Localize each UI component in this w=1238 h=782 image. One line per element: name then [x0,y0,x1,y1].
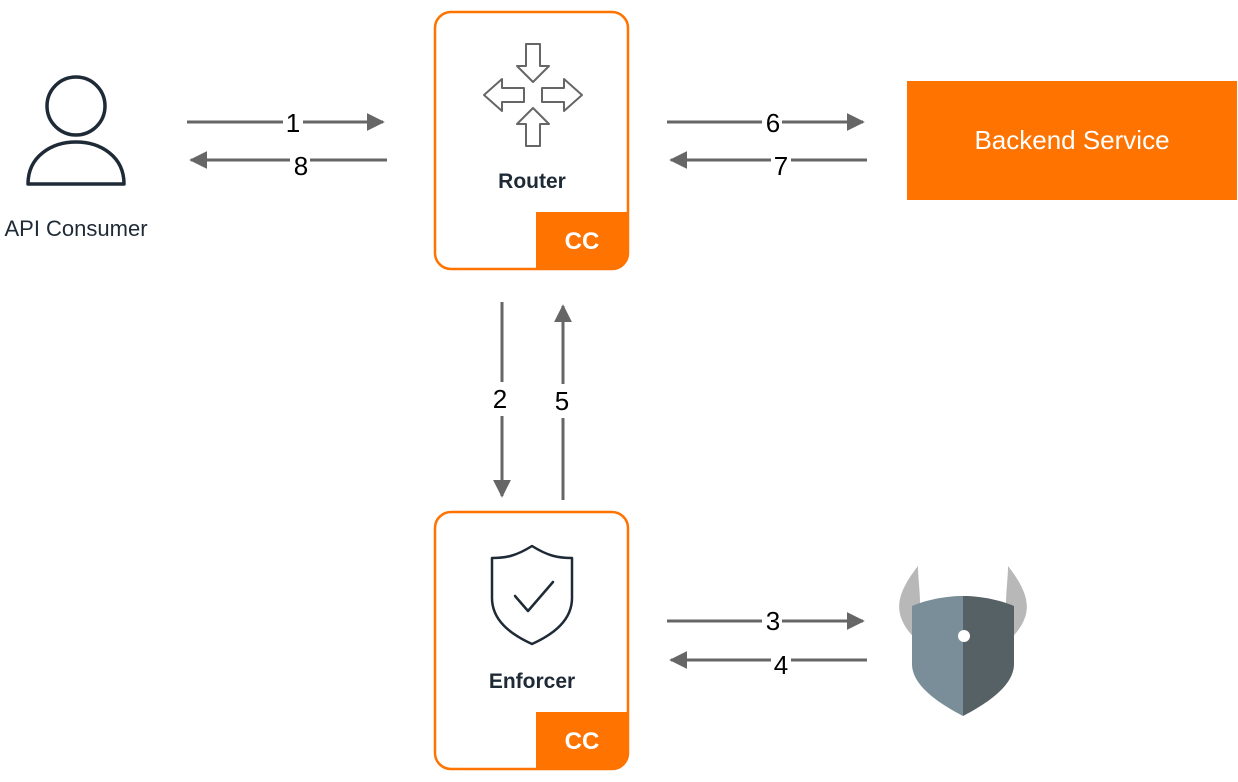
step-labels: 1 8 6 7 2 5 3 4 [283,108,791,680]
router-badge-label: CC [565,228,600,255]
router-badge [536,212,628,269]
enforcer-node: Enforcer CC [433,510,630,771]
backend-service-box [907,81,1237,200]
user-icon [26,75,126,186]
enforcer-label: Enforcer [489,670,575,693]
step-label-3: 3 [766,606,780,636]
api-consumer: API Consumer [4,75,148,241]
opa-eye [958,630,970,642]
opa-shield-left [912,596,963,716]
step-label-6: 6 [766,108,780,138]
step-label-5: 5 [555,386,569,416]
opa-shield-right [963,596,1014,716]
backend-service-node: Backend Service [907,81,1237,200]
step-label-1: 1 [286,108,300,138]
opa-viking-icon [899,566,1027,716]
step-label-2: 2 [493,384,507,414]
step-label-8: 8 [294,151,308,181]
shield-check-icon [490,544,574,646]
backend-service-label: Backend Service [974,125,1169,155]
step-label-7: 7 [774,151,788,181]
api-consumer-label: API Consumer [4,216,147,241]
router-node: Router CC [433,10,630,271]
enforcer-badge [536,712,628,769]
step-label-4: 4 [774,650,788,680]
router-label: Router [498,170,566,193]
router-arrows-icon [483,43,583,147]
enforcer-badge-label: CC [565,728,600,755]
enforcer-box [433,510,630,771]
